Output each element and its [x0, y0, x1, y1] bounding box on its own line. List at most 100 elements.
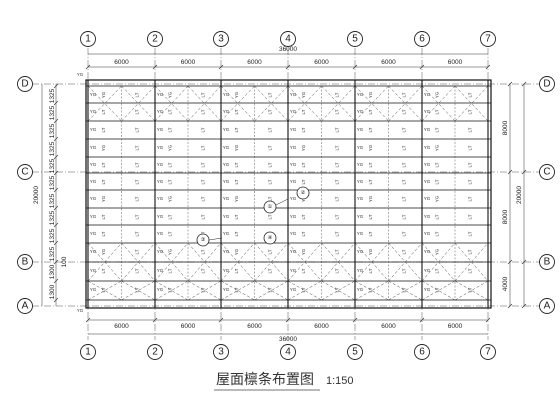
member-label: YG [157, 92, 164, 97]
bracing-line [321, 280, 356, 301]
member-label: YG [168, 144, 173, 151]
dim-tick [152, 64, 158, 70]
dim-text-left-spacing: 1300 [49, 264, 56, 279]
grid-bubble-top-7-label: 7 [485, 34, 491, 45]
member-label: LT [234, 127, 239, 132]
detail-label-2: ② [301, 189, 306, 196]
member-label: LT [267, 214, 272, 219]
member-label: LT [334, 231, 339, 236]
member-label: YG [435, 195, 440, 202]
dim-text-top-bay: 6000 [114, 59, 129, 66]
member-label: YG [168, 248, 173, 255]
member-label: LT [435, 214, 440, 219]
grid-bubble-top-3-label: 3 [218, 34, 224, 45]
member-label: LT [368, 287, 373, 292]
bracing-line [321, 280, 356, 301]
dim-tick [53, 187, 59, 193]
member-label: LT [401, 127, 406, 132]
member-label: LT [267, 196, 272, 201]
bracing-line [287, 85, 322, 122]
dim-text-bottom-bay: 6000 [114, 323, 129, 330]
grid-bubble-right-C [539, 164, 555, 180]
member-label: YG [234, 144, 239, 151]
member-label: LT [468, 287, 473, 292]
bracing-line [388, 242, 423, 282]
detail-label-3: ③ [201, 236, 206, 243]
member-label: YG [168, 195, 173, 202]
member-label: YG [90, 145, 97, 150]
member-label: LT [134, 249, 139, 254]
member-label: YG [357, 231, 364, 236]
member-label: YG [90, 92, 97, 97]
member-label: LT [368, 179, 373, 184]
dim-tick [53, 278, 59, 284]
member-label: YG [90, 179, 97, 184]
member-label: YG [223, 268, 230, 273]
bracing-line [254, 85, 289, 122]
dim-tick [53, 83, 59, 89]
bracing-line [220, 85, 255, 122]
member-label: YG [301, 248, 306, 255]
member-label: YG [101, 91, 106, 98]
dim-text-right-dc: 8000 [502, 120, 509, 135]
member-label: LT [201, 162, 206, 167]
member-label: LT [334, 179, 339, 184]
member-label: YG [424, 109, 431, 114]
bracing-line [354, 85, 389, 122]
grid-bubble-top-1 [80, 31, 96, 47]
member-label: YG [90, 162, 97, 167]
member-label: LT [134, 268, 139, 273]
grid-bubble-bottom-6 [414, 344, 430, 360]
dim-tick [507, 259, 513, 265]
member-label: LT [134, 127, 139, 132]
dim-tick [521, 169, 527, 175]
grid-bubble-bottom-4-label: 4 [285, 347, 291, 358]
member-label: LT [201, 127, 206, 132]
detail-marker-4[interactable] [263, 231, 277, 245]
member-label: LT [201, 179, 206, 184]
grid-bubble-top-2 [147, 31, 163, 47]
member-label: YG [90, 196, 97, 201]
dim-tick [352, 64, 358, 70]
member-label: LT [267, 127, 272, 132]
member-label: LT [468, 109, 473, 114]
bracing-line [388, 280, 423, 301]
member-label: LT [267, 249, 272, 254]
member-label: YG [368, 248, 373, 255]
member-label: LT [168, 179, 173, 184]
grid-bubble-top-4 [280, 31, 296, 47]
grid-bubble-left-B-label: B [22, 257, 29, 268]
dim-text-left-spacing: 1325 [49, 246, 56, 261]
grid-bubble-right-B-label: B [544, 257, 551, 268]
dim-tick [53, 259, 59, 265]
bracing-line [87, 280, 122, 301]
bracing-line [354, 242, 389, 282]
member-label: YG [157, 249, 164, 254]
detail-marker-1[interactable] [263, 200, 277, 214]
bracing-line [454, 85, 489, 122]
member-label: LT [201, 249, 206, 254]
detail-marker-2[interactable] [296, 186, 310, 200]
member-label: LT [168, 214, 173, 219]
member-label: YG [368, 195, 373, 202]
member-label: YG [357, 196, 364, 201]
member-label: LT [435, 268, 440, 273]
member-label: YG [157, 145, 164, 150]
member-label: LT [201, 109, 206, 114]
member-label: YG [157, 287, 164, 292]
member-label: LT [267, 179, 272, 184]
bracing-line [187, 280, 222, 301]
member-label: LT [234, 162, 239, 167]
member-label: YG [157, 231, 164, 236]
bracing-line [121, 85, 156, 122]
bracing-line [421, 242, 456, 282]
dim-tick [419, 317, 425, 323]
bracing-line [121, 85, 156, 122]
member-label: LT [134, 214, 139, 219]
member-label: LT [101, 287, 106, 292]
member-label: LT [101, 179, 106, 184]
member-label: LT [368, 231, 373, 236]
member-label: YG [301, 144, 306, 151]
